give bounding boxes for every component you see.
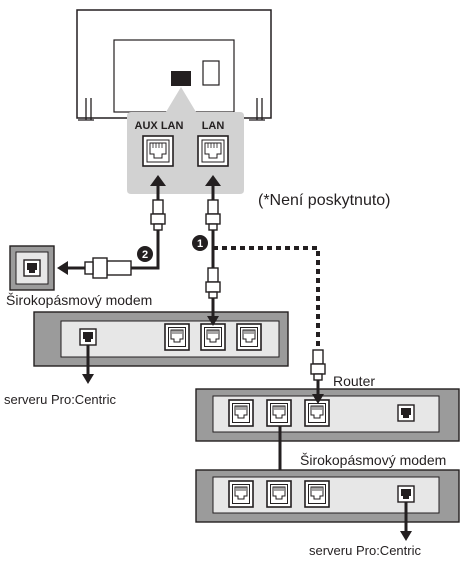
arrow-to-right-server [400, 502, 412, 541]
port-callout: AUX LAN LAN [127, 87, 244, 194]
marker-1: 1 [192, 235, 208, 251]
broadband-modem-2 [195, 469, 460, 523]
not-supplied-note: (*Není poskytnuto) [258, 192, 391, 209]
cable-2 [57, 230, 160, 279]
modem2-wan-port [397, 485, 415, 503]
router-plug [310, 349, 326, 381]
aux-lan-port [142, 135, 174, 167]
small-device-port [23, 259, 41, 277]
arrow-to-left-server [82, 345, 94, 384]
server-left-label: serveru Pro:Centric [4, 392, 116, 407]
lan-label: LAN [202, 120, 225, 132]
router-wan-port [397, 404, 415, 422]
broadband-modem-2-label: Širokopásmový modem [300, 452, 446, 468]
modem-port-2 [200, 323, 226, 351]
cable-1-plug-top [205, 267, 221, 299]
tv-slot [202, 60, 220, 86]
arrow-to-modem [207, 298, 219, 326]
lan-plug [205, 199, 221, 231]
router-label: Router [333, 373, 375, 389]
router-port-1 [228, 399, 254, 427]
modem2-port-1 [228, 480, 254, 508]
broadband-modem-label: Širokopásmový modem [6, 292, 152, 308]
horizontal-plug [84, 257, 132, 279]
tv-stand-left [78, 98, 94, 121]
marker-2-number: 2 [142, 249, 148, 261]
tv-connector-block [171, 71, 191, 86]
arrow-to-aux-lan [150, 175, 166, 200]
small-device [9, 245, 55, 291]
marker-2: 2 [137, 246, 153, 262]
router-port-3 [304, 399, 330, 427]
broadband-modem [33, 311, 289, 367]
modem-port-3 [236, 323, 262, 351]
modem2-port-3 [304, 480, 330, 508]
callout-bubble [127, 87, 244, 194]
modem2-port-2 [266, 480, 292, 508]
arrow-to-lan [205, 175, 221, 200]
router [195, 388, 460, 442]
tv-stand-right [249, 98, 265, 121]
aux-lan-label: AUX LAN [135, 120, 184, 132]
server-right-label: serveru Pro:Centric [309, 543, 421, 558]
marker-1-number: 1 [197, 238, 203, 250]
dotted-connection [213, 246, 320, 350]
aux-lan-plug [150, 199, 166, 231]
arrow-to-router [312, 380, 324, 404]
router-port-2 [266, 399, 292, 427]
lan-port [197, 135, 229, 167]
modem-wan-port [79, 328, 97, 346]
modem-port-1 [164, 323, 190, 351]
